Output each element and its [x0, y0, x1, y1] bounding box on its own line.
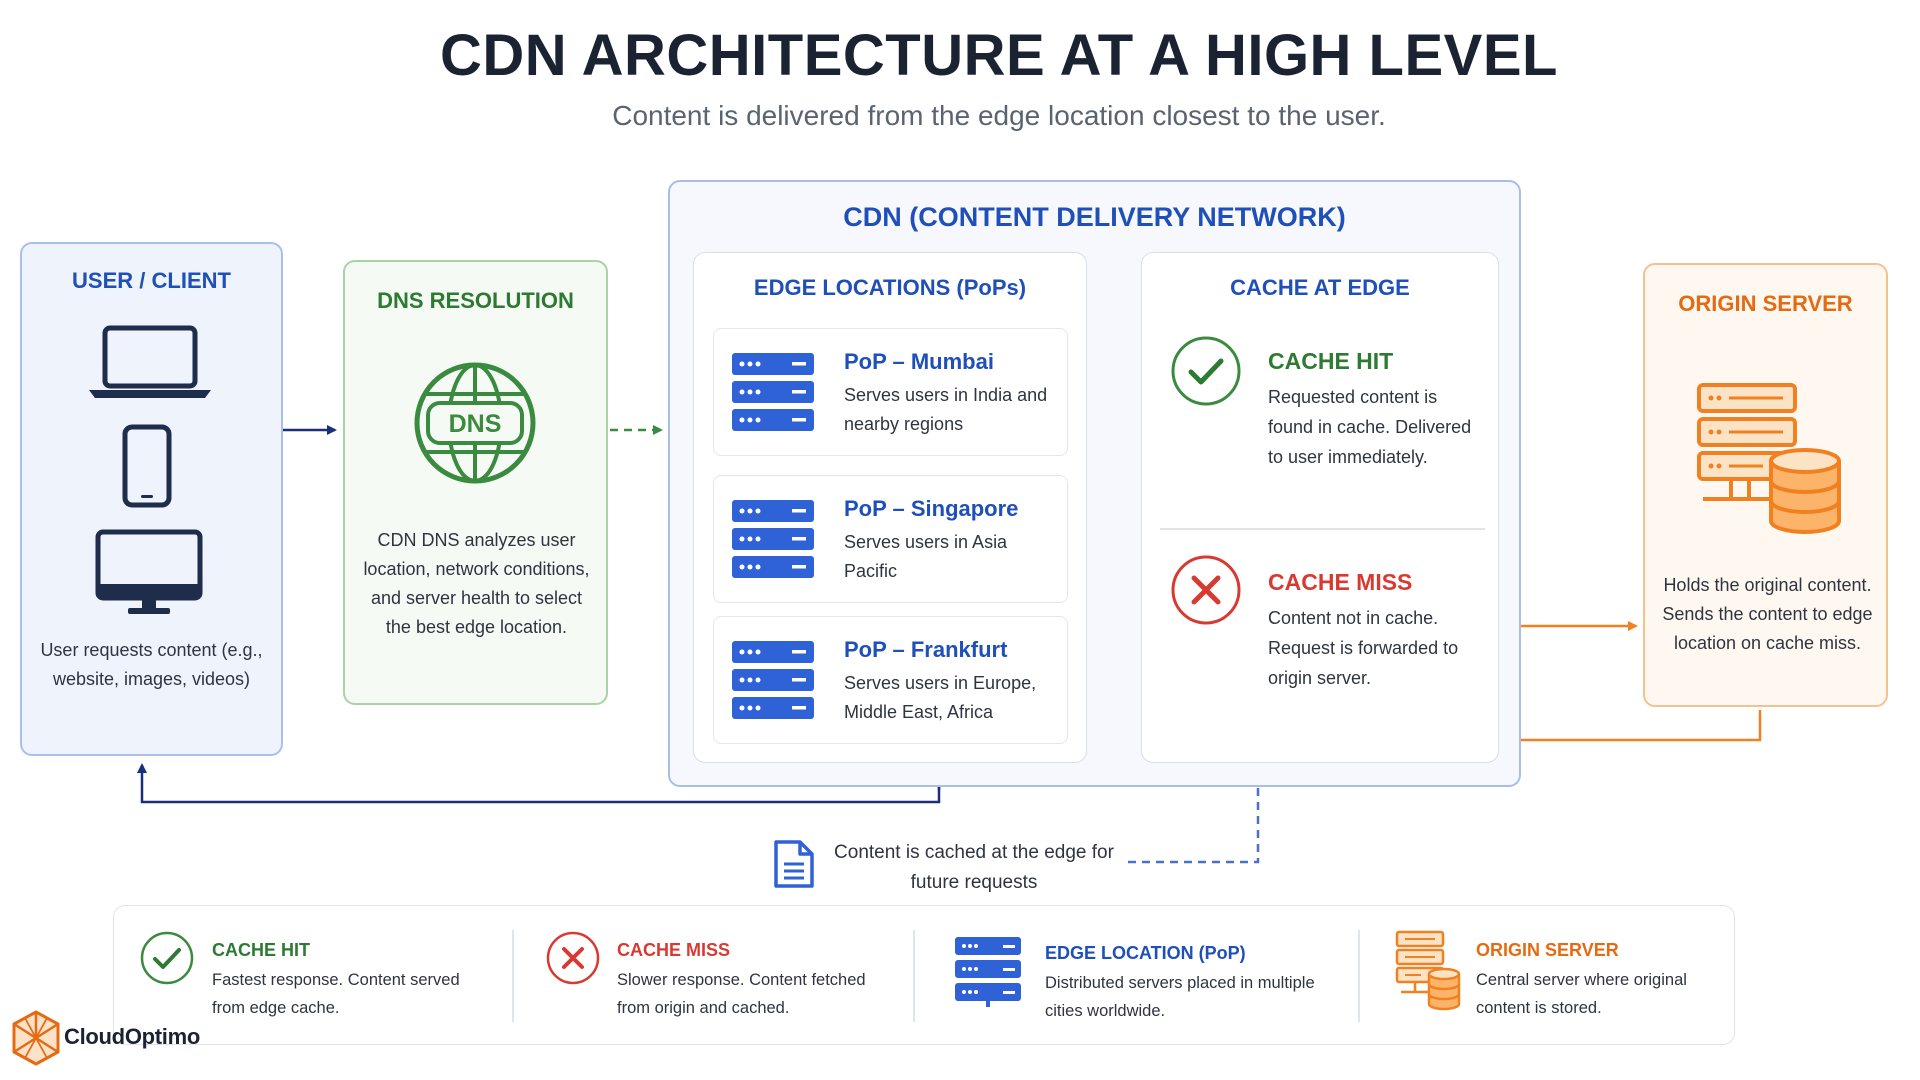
pop-card-frankfurt: PoP – Frankfurt Serves users in Europe, … — [713, 616, 1068, 744]
cache-hit-description: Requested content is found in cache. Del… — [1268, 387, 1472, 467]
x-circle-icon — [1171, 555, 1241, 625]
desktop-monitor-icon — [95, 529, 203, 614]
x-circle-icon — [546, 931, 600, 985]
legend-divider — [512, 930, 514, 1022]
edge-locations-heading: EDGE LOCATIONS (PoPs) — [753, 275, 1027, 300]
user-client-heading: USER / CLIENT — [72, 268, 231, 293]
user-client-text: User requests content (e.g., website, im… — [40, 640, 263, 689]
pop-card-mumbai: PoP – Mumbai Serves users in India and n… — [713, 328, 1068, 456]
cache-hit-title: CACHE HIT — [1268, 348, 1394, 374]
pop-description: Serves users in Europe, Middle East, Afr… — [844, 673, 1037, 722]
cache-at-edge-heading: CACHE AT EDGE — [1230, 275, 1410, 300]
dns-globe-icon: DNS — [414, 362, 536, 484]
pop-title: PoP – Mumbai — [844, 349, 994, 374]
pop-card-singapore: PoP – Singapore Serves users in Asia Pac… — [713, 475, 1068, 603]
server-rack-icon — [732, 641, 814, 719]
legend-divider — [913, 930, 915, 1022]
cache-miss-description: Content not in cache. Request is forward… — [1268, 608, 1459, 688]
cache-miss-title: CACHE MISS — [1268, 569, 1413, 595]
server-rack-icon — [732, 353, 814, 431]
origin-server-heading: ORIGIN SERVER — [1678, 291, 1853, 316]
server-rack-icon — [732, 500, 814, 578]
legend-edge-location-title: EDGE LOCATION (PoP) — [1045, 943, 1246, 963]
cloudoptimo-logo-icon — [12, 1010, 60, 1066]
dns-heading: DNS RESOLUTION — [377, 288, 574, 313]
legend-cache-miss-description: Slower response. Content fetched from or… — [617, 971, 866, 1017]
check-circle-icon — [1171, 336, 1241, 406]
laptop-icon — [89, 325, 211, 398]
page-title: CDN ARCHITECTURE AT A HIGH LEVEL — [440, 23, 1558, 88]
pop-description: Serves users in Asia Pacific — [844, 532, 1008, 581]
legend-panel — [113, 905, 1735, 1045]
dns-resolution-panel: DNS RESOLUTION DNS CDN DNS analyzes user… — [343, 260, 608, 705]
legend-cache-hit-description: Fastest response. Content served from ed… — [212, 971, 460, 1017]
dns-globe-label: DNS — [449, 410, 502, 438]
page-subtitle: Content is delivered from the edge locat… — [612, 100, 1386, 131]
user-client-panel: USER / CLIENT User requests content (e.g… — [20, 242, 283, 756]
brand-name: CloudOptimo — [64, 1024, 201, 1049]
pop-title: PoP – Frankfurt — [844, 637, 1008, 662]
smartphone-icon — [122, 424, 172, 508]
cdn-heading: CDN (CONTENT DELIVERY NETWORK) — [843, 202, 1346, 232]
check-circle-icon — [140, 931, 194, 985]
legend-divider — [1358, 930, 1360, 1022]
server-rack-icon — [955, 937, 1021, 1007]
server-database-icon — [1395, 930, 1461, 1011]
legend-origin-server-description: Central server where original content is… — [1476, 971, 1687, 1017]
document-icon — [774, 840, 814, 888]
cache-divider — [1160, 528, 1485, 530]
pop-title: PoP – Singapore — [844, 496, 1019, 521]
pop-description: Serves users in India and nearby regions — [844, 385, 1048, 434]
origin-server-text: Holds the original content. Sends the co… — [1662, 575, 1873, 653]
server-database-icon — [1697, 383, 1841, 534]
cache-note-text: Content is cached at the edge for future… — [834, 842, 1114, 893]
dns-text: CDN DNS analyzes user location, network … — [363, 530, 590, 637]
legend-cache-miss-title: CACHE MISS — [617, 940, 731, 960]
legend-cache-hit-title: CACHE HIT — [212, 940, 310, 960]
legend-origin-server-title: ORIGIN SERVER — [1476, 940, 1619, 960]
origin-server-panel: ORIGIN SERVER Holds the original content… — [1643, 263, 1888, 707]
legend-edge-location-description: Distributed servers placed in multiple c… — [1045, 974, 1315, 1020]
